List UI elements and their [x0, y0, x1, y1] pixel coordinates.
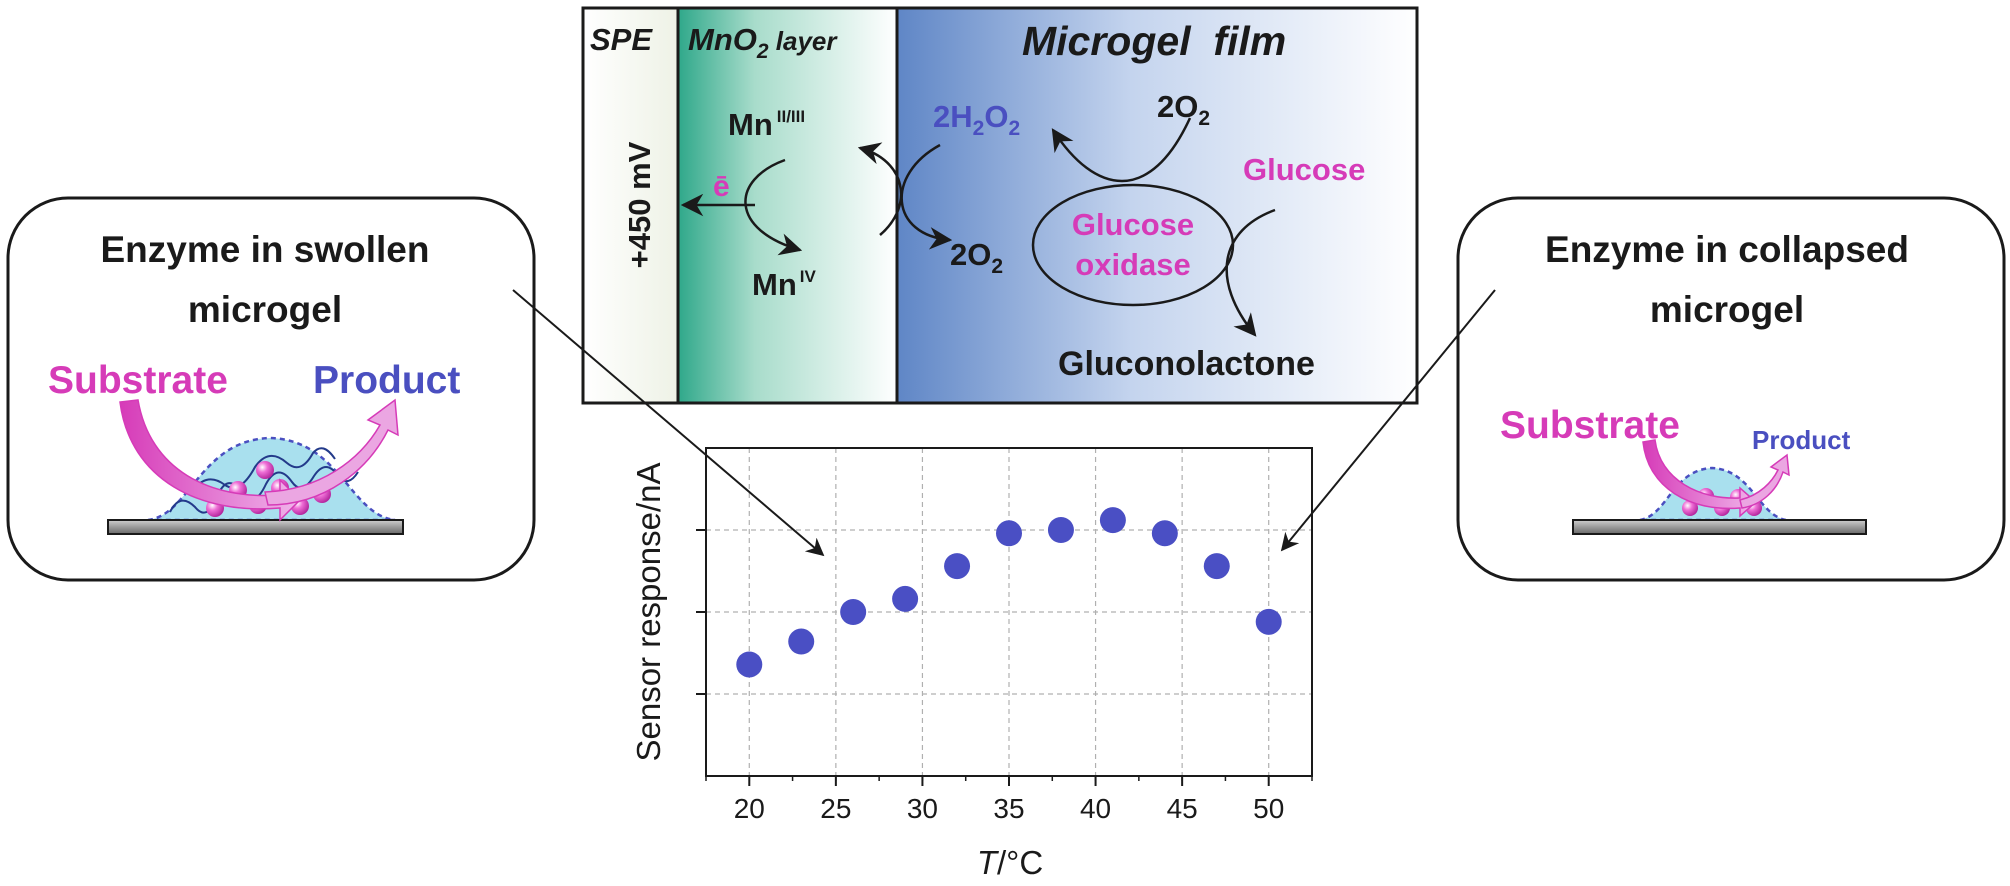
- electron-label: ē: [713, 170, 730, 203]
- mn-reoxidation-arrow: [857, 142, 903, 236]
- left-product-arrow: [264, 398, 399, 506]
- microgel-film-label: Microgel film: [1022, 18, 1286, 64]
- spe-region: [583, 8, 678, 403]
- left-substrate-label: Substrate: [48, 359, 228, 402]
- x-axis-label: T/°C: [977, 844, 1043, 881]
- h2o2-to-o2-arrow: [900, 143, 953, 250]
- spe-label: SPE: [590, 22, 653, 57]
- o2-mid-label: 2O2: [950, 237, 1003, 278]
- data-point: [944, 553, 971, 580]
- x-tick-label: 30: [907, 793, 938, 824]
- o2-top-label: 2O2: [1157, 89, 1210, 130]
- enzyme-ellipse: [1031, 183, 1235, 307]
- left-box-title-line2: microgel: [188, 289, 342, 330]
- right-substrate-label: Substrate: [1500, 404, 1680, 447]
- chart-grid: [706, 448, 1312, 776]
- right-product-arrow: [1739, 453, 1790, 509]
- x-tick-label: 35: [993, 793, 1024, 824]
- h2o2-label: 2H2O2: [933, 99, 1020, 140]
- right-product-label: Product: [1752, 425, 1851, 455]
- chart-points: [736, 507, 1282, 678]
- x-tick-label: 45: [1167, 793, 1198, 824]
- data-point: [1151, 520, 1178, 547]
- left-box-title-line1: Enzyme in swollen: [101, 229, 430, 270]
- swollen-microgel-box: Enzyme in swollen microgel Substrate Pro…: [6, 196, 536, 582]
- data-point: [892, 585, 919, 612]
- gluconolactone-label: Gluconolactone: [1058, 345, 1315, 383]
- swollen-polymer-chains: [169, 447, 359, 514]
- mno2-layer-label: MnO2 layer: [688, 22, 838, 63]
- x-tick-label: 20: [734, 793, 765, 824]
- collapsed-microgel-box: Enzyme in collapsed microgel Substrate P…: [1456, 196, 2006, 582]
- left-substrate-arrow: [119, 399, 302, 522]
- enzyme-label-line1: Glucose: [1072, 207, 1194, 242]
- right-box-title-line2: microgel: [1650, 289, 1804, 330]
- right-box-frame: [1456, 196, 2006, 582]
- right-box-title-line1: Enzyme in collapsed: [1545, 229, 1909, 270]
- temperature-chart: 20 25 30 35 40 45 50 Sensor response/nA T/°C: [630, 447, 1313, 881]
- glucose-to-gluconolactone-arrow: [1225, 208, 1276, 337]
- chart-ticks: 20 25 30 35 40 45 50: [696, 529, 1313, 824]
- x-tick-label: 40: [1080, 793, 1111, 824]
- data-point: [788, 628, 815, 655]
- right-substrate-arrow: [1642, 439, 1758, 518]
- potential-label: +450 mV: [622, 141, 657, 268]
- left-electrode-bar: [107, 519, 404, 535]
- swollen-pointer-arrow: [512, 289, 825, 557]
- data-point: [996, 520, 1022, 547]
- scheme-frame: [581, 6, 1419, 405]
- x-tick-label: 25: [820, 793, 851, 824]
- microgel-film-region: [897, 8, 1417, 403]
- data-point: [1047, 517, 1074, 543]
- left-box-frame: [6, 196, 536, 582]
- data-point: [736, 651, 763, 678]
- data-point: [1203, 553, 1230, 580]
- right-electrode-bar: [1572, 519, 1867, 535]
- data-point: [1099, 507, 1126, 534]
- enzyme-label-line2: oxidase: [1075, 247, 1190, 282]
- y-axis-label: Sensor response/nA: [630, 462, 667, 761]
- o2-to-h2o2-arrow: [1051, 117, 1192, 183]
- left-product-label: Product: [313, 359, 460, 402]
- glucose-label: Glucose: [1243, 152, 1365, 187]
- data-point: [840, 599, 867, 625]
- x-tick-label: 50: [1253, 793, 1284, 824]
- collapsed-pointer-arrow: [1280, 289, 1496, 552]
- data-point: [1255, 608, 1282, 635]
